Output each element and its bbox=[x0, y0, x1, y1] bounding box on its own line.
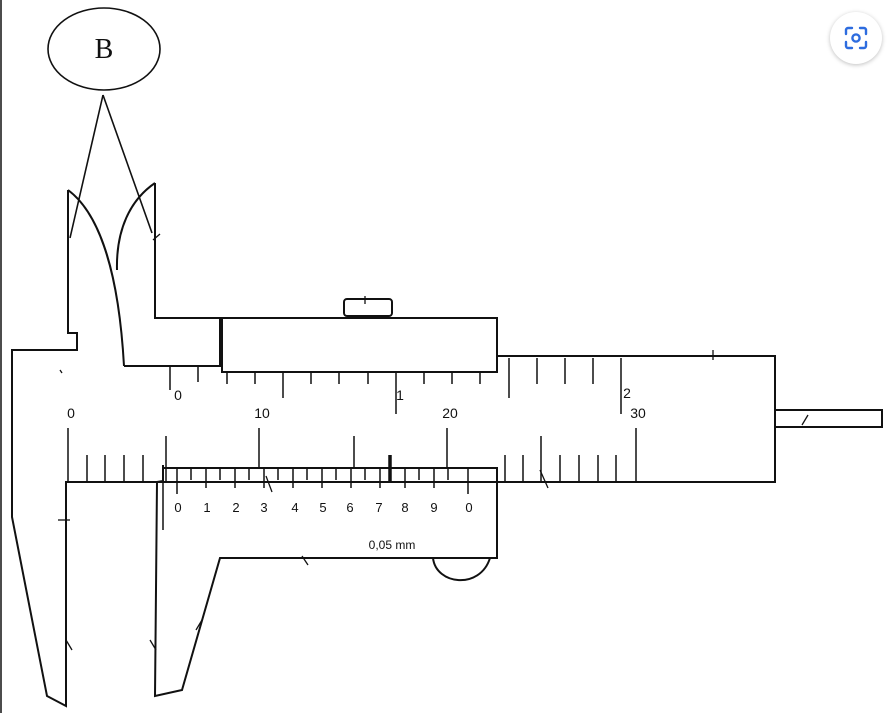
precision-label: 0,05 mm bbox=[369, 538, 416, 552]
upper-scale-label-0: 0 bbox=[174, 387, 182, 403]
vernier-label-5: 5 bbox=[319, 500, 326, 515]
main-beam-body bbox=[11, 183, 776, 708]
callout-label: B bbox=[95, 34, 114, 65]
vernier-label-10: 0 bbox=[465, 500, 472, 515]
vernier-label-4: 4 bbox=[291, 500, 298, 515]
callout-ellipse bbox=[47, 7, 161, 91]
main-scale-label-0: 0 bbox=[67, 405, 75, 421]
main-scale-label-20: 20 bbox=[442, 405, 458, 421]
vernier-scale-ticks bbox=[176, 455, 469, 494]
callout-leader-left bbox=[69, 94, 104, 239]
main-scale-ticks bbox=[67, 428, 637, 482]
vernier-label-8: 8 bbox=[401, 500, 408, 515]
upper-scale-label-2: 2 bbox=[623, 385, 631, 401]
vernier-label-9: 9 bbox=[430, 500, 437, 515]
vernier-label-2: 2 bbox=[232, 500, 239, 515]
upper-scale-ticks bbox=[169, 358, 622, 414]
slider-upper-block bbox=[221, 317, 498, 373]
locking-screw bbox=[343, 298, 393, 317]
vernier-label-6: 6 bbox=[346, 500, 353, 515]
lens-search-button[interactable] bbox=[830, 12, 882, 64]
vernier-label-3: 3 bbox=[260, 500, 267, 515]
upper-scale-label-1: 1 bbox=[396, 387, 404, 403]
vernier-plate bbox=[153, 465, 498, 698]
vernier-label-0: 0 bbox=[174, 500, 181, 515]
upper-jaw-left-edge bbox=[67, 189, 125, 367]
upper-jaw-right-edge bbox=[115, 182, 156, 271]
depth-rod bbox=[774, 409, 883, 428]
vernier-label-7: 7 bbox=[375, 500, 382, 515]
main-scale-label-10: 10 bbox=[254, 405, 270, 421]
thumb-wheel bbox=[432, 557, 491, 582]
lens-search-icon bbox=[844, 26, 868, 50]
main-scale-label-30: 30 bbox=[630, 405, 646, 421]
callout-leader-right bbox=[102, 94, 153, 234]
vernier-label-1: 1 bbox=[203, 500, 210, 515]
